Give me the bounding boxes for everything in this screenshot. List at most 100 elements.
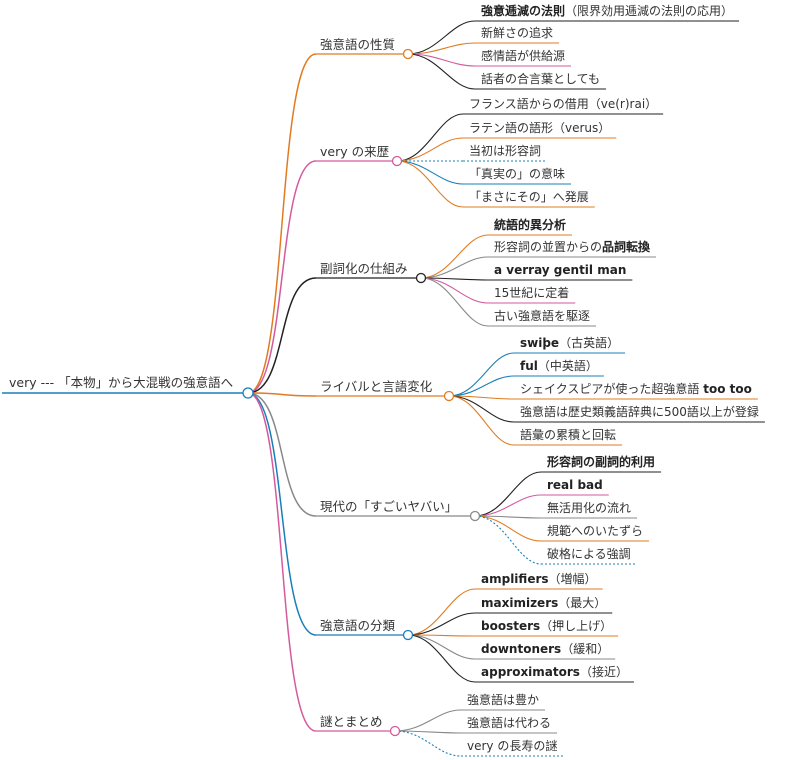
leaf-label-part: 当初は形容詞 [469,143,541,158]
leaf-label-part: ラテン語の語形（verus） [469,120,610,135]
leaf-label-bold: downtoners [481,642,561,656]
branch-edge [247,392,317,397]
branch-edge [247,53,317,394]
leaf-label-part: 語彙の累積と回転 [520,427,616,442]
leaf-node[interactable]: 規範へのいたずら [541,523,650,542]
leaf-node[interactable]: downtoners（緩和） [475,642,616,660]
leaf-node[interactable]: 統語的異分析 [488,217,573,236]
leaf-label-part: very の長寿の謎 [467,739,557,753]
leaf-edge [448,395,515,423]
leaf-label: 統語的異分析 [494,217,566,232]
leaf-node[interactable]: 「真実の」の意味 [463,166,572,185]
leaf-edge [420,277,489,327]
leaf-edge [474,515,542,565]
leaf-label: 強意逓減の法則（限界効用逓減の法則の応用） [481,3,733,18]
branch-edge [247,277,317,394]
leaf-edge [420,277,489,304]
leaf-node[interactable]: a verray gentil man [488,263,633,281]
leaf-node[interactable]: 古い強意語を駆逐 [488,308,597,327]
branch-node[interactable]: 強意語の分類 [316,618,414,641]
root-connector-dot[interactable] [242,387,254,399]
leaf-label: very の長寿の謎 [467,739,557,753]
branch-connector-dot[interactable] [389,725,401,737]
leaf-label: 当初は形容詞 [469,143,541,158]
leaf-node[interactable]: swiþe（古英語） [514,335,626,354]
leaf-label-part: シェイクスピアが使った超強意語 [520,381,703,396]
leaf-node[interactable]: 破格による強調 [541,546,637,565]
leaf-node[interactable]: real bad [541,478,609,496]
leaf-label-part: 話者の合言葉としても [481,71,600,86]
leaf-edge [407,42,476,55]
leaf-node[interactable]: フランス語からの借用（ve(r)rai） [463,96,664,115]
root-node[interactable]: very --- 「本物」から大混戦の強意語へ [2,375,254,399]
leaf-edge [407,53,476,90]
leaf-label-part: 古い強意語を駆逐 [494,308,590,323]
leaf-edge [396,160,464,185]
leaf-node[interactable]: amplifiers（増幅） [475,571,603,590]
leaf-label-bold: approximators [481,665,580,679]
leaf-node[interactable]: ful（中英語） [514,358,604,377]
leaf-node[interactable]: 無活用化の流れ [541,500,638,519]
branch-connector-dot[interactable] [402,629,414,641]
branch-node[interactable]: ライバルと言語変化 [316,379,455,402]
branch-edge [247,392,317,636]
leaf-label-bold: swiþe [520,336,559,350]
leaf-node[interactable]: 強意語は歴史類義語辞典に500語以上が登録 [514,404,765,423]
leaf-node[interactable]: ラテン語の語形（verus） [463,120,617,139]
edges-layer [247,20,542,757]
branches-layer: 強意語の性質 強意逓減の法則（限界効用逓減の法則の応用） 新鮮さの追求感情語が供給源… [316,3,765,757]
leaf-label: swiþe（古英語） [520,335,619,350]
branch-label: 現代の「すごいヤバい」 [320,499,457,514]
branch-connector-dot[interactable] [469,510,481,522]
leaf-node[interactable]: 15世紀に定着 [488,285,576,304]
branch-connector-dot[interactable] [402,48,414,60]
leaf-label-part: 15世紀に定着 [494,285,569,300]
leaf-label: 感情語が供給源 [481,48,565,63]
branch-connector-dot[interactable] [415,272,427,284]
branch-node[interactable]: 現代の「すごいヤバい」 [316,499,481,522]
leaf-node[interactable]: 強意語は豊か [461,692,546,711]
branch-node[interactable]: very の来歴 [316,144,403,167]
branch-connector-dot[interactable] [391,155,403,167]
leaf-label-part: 「まさにその」へ発展 [469,190,589,204]
leaf-node[interactable]: 当初は形容詞 [463,143,548,162]
leaf-label: 話者の合言葉としても [481,71,600,86]
leaf-node[interactable]: 話者の合言葉としても [475,71,607,90]
branch-connector-dot[interactable] [443,390,455,402]
leaf-node[interactable]: 強意逓減の法則（限界効用逓減の法則の応用） [475,3,740,22]
leaf-label: ful（中英語） [520,358,598,373]
leaf-label-part: 新鮮さの追求 [481,25,553,40]
leaf-label: 破格による強調 [547,546,631,561]
leaf-node[interactable]: シェイクスピアが使った超強意語 too too [514,381,758,400]
leaf-node[interactable]: 新鮮さの追求 [475,25,560,44]
branch-label: 謎とまとめ [320,714,383,729]
leaf-label-part: 強意語は代わる [467,715,551,730]
leaf-edge [448,352,515,397]
leaf-node[interactable]: 「まさにその」へ発展 [463,190,595,208]
leaf-node[interactable]: 語彙の累積と回転 [514,427,623,446]
branch-node[interactable]: 謎とまとめ [316,714,401,737]
branch-node[interactable]: 副詞化の仕組み [316,261,427,284]
leaf-node[interactable]: 形容詞の副詞的利用 [541,454,662,473]
leaf-label: maximizers（最大） [481,596,606,610]
branch-edge [247,392,317,517]
leaf-label: フランス語からの借用（ve(r)rai） [469,96,657,111]
leaf-edge [474,471,542,517]
leaf-edge [474,515,542,542]
branch-edge [247,160,317,394]
leaf-node[interactable]: approximators（接近） [475,664,634,683]
branch-node[interactable]: 強意語の性質 [316,37,414,60]
leaf-label-part: （緩和） [561,642,609,656]
leaf-node[interactable]: very の長寿の謎 [461,739,564,757]
leaf-node[interactable]: 感情語が供給源 [475,48,572,67]
leaf-node[interactable]: maximizers（最大） [475,596,613,614]
leaf-node[interactable]: 強意語は代わる [461,715,558,734]
leaf-label: 強意語は歴史類義語辞典に500語以上が登録 [520,404,759,419]
leaf-node[interactable]: boosters（押し上げ） [475,619,619,637]
leaf-label: 語彙の累積と回転 [520,427,616,442]
leaf-label-bold: amplifiers [481,572,549,586]
leaf-label-bold: too too [703,382,752,396]
branch-label: 強意語の性質 [320,37,395,52]
branch-label: ライバルと言語変化 [320,379,433,394]
leaf-node[interactable]: 形容詞の並置からの品詞転換 [488,239,657,258]
